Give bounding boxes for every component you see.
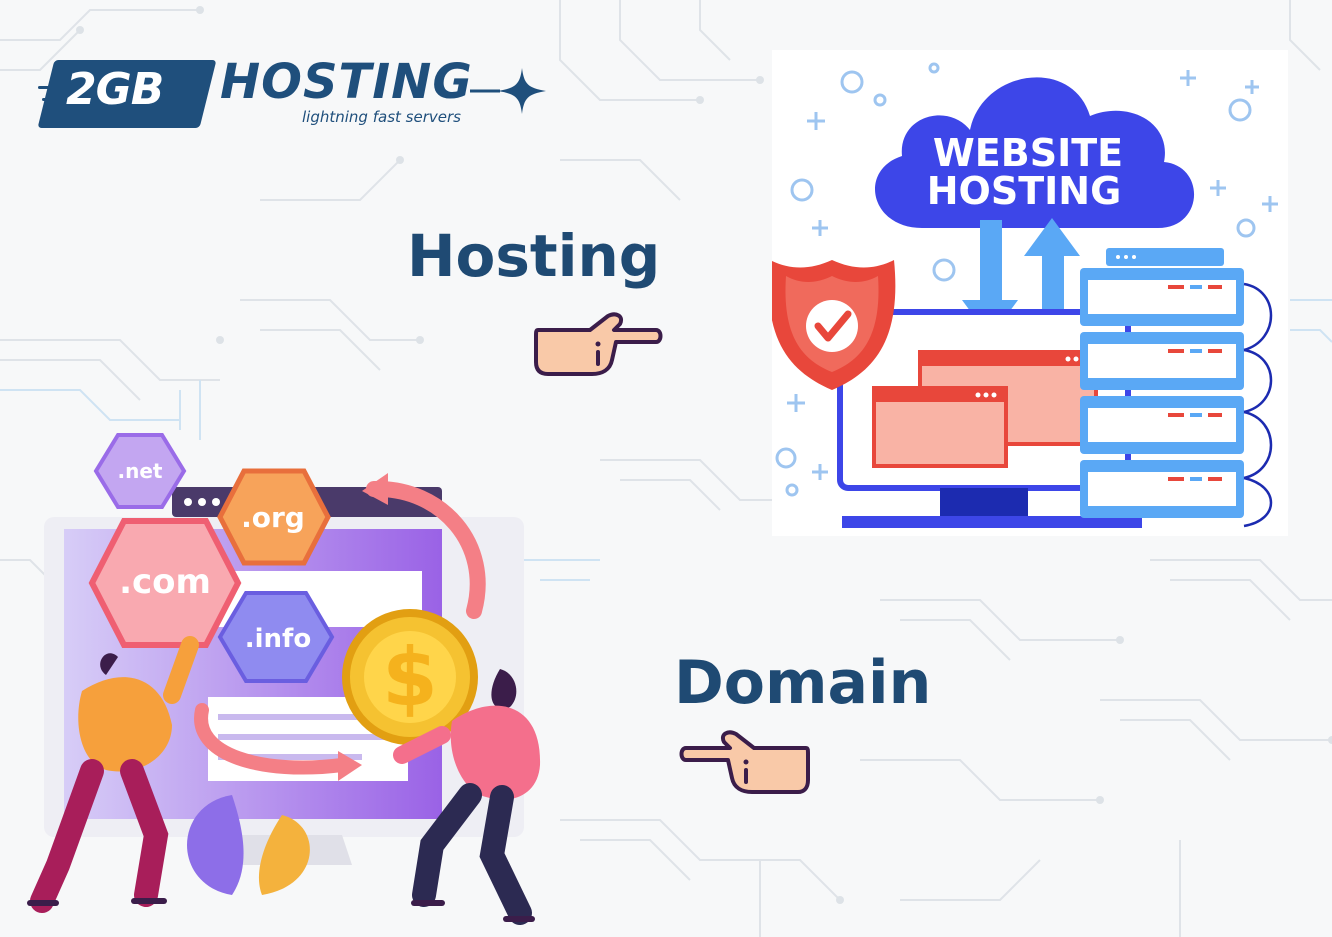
domain-heading: Domain <box>674 648 932 718</box>
coin-symbol: $ <box>382 631 438 724</box>
hosting-heading: Hosting <box>407 222 661 290</box>
website-hosting-illustration: WEBSITE HOSTING <box>772 50 1288 536</box>
cloud-title-line1: WEBSITE <box>933 131 1123 175</box>
tld-org: .org <box>241 501 305 534</box>
domain-illustration: .net .org .com .info $ <box>27 433 541 925</box>
tld-com: .com <box>119 562 211 602</box>
logo-tagline: lightning fast servers <box>302 108 461 126</box>
pointing-hand-icon <box>679 730 810 794</box>
pointing-hand-icon <box>534 312 663 376</box>
tld-net: .net <box>118 459 163 483</box>
cloud-title-line2: HOSTING <box>927 169 1122 213</box>
brand-logo[interactable]: 2GB HOSTING lightning fast servers <box>37 50 558 140</box>
logo-name: HOSTING <box>220 54 473 110</box>
tld-info: .info <box>245 624 311 654</box>
logo-number: 2GB <box>66 64 164 115</box>
sparkle-star-icon <box>470 68 546 114</box>
